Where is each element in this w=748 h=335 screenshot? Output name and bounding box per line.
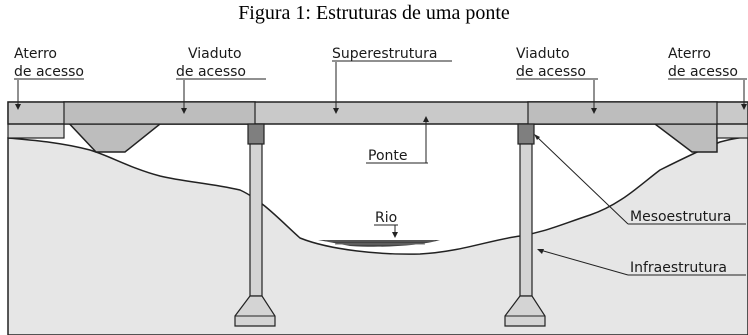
label-superestrutura: Superestrutura bbox=[332, 46, 437, 62]
pier-cap-right bbox=[517, 123, 535, 145]
label-aterro-left-2: de acesso bbox=[14, 64, 84, 80]
label-ponte: Ponte bbox=[368, 148, 407, 164]
river-water bbox=[318, 240, 440, 247]
label-mesoestrutura: Mesoestrutura bbox=[630, 209, 731, 225]
figure-caption: Figura 1: Estruturas de uma ponte bbox=[238, 2, 510, 24]
label-viaduto-right-2: de acesso bbox=[516, 64, 586, 80]
label-viaduto-left-2: de acesso bbox=[176, 64, 246, 80]
label-infraestrutura: Infraestrutura bbox=[630, 260, 727, 276]
label-viaduto-right-1: Viaduto bbox=[516, 46, 570, 62]
label-aterro-left-1: Aterro bbox=[14, 46, 57, 62]
label-aterro-right-2: de acesso bbox=[668, 64, 738, 80]
label-rio: Rio bbox=[375, 210, 397, 226]
pier-cap-left bbox=[247, 123, 265, 145]
pier-left bbox=[249, 143, 263, 297]
label-viaduto-left-1: Viaduto bbox=[188, 46, 242, 62]
label-aterro-right-1: Aterro bbox=[668, 46, 711, 62]
pier-right bbox=[519, 143, 533, 297]
terrain bbox=[7, 136, 748, 335]
